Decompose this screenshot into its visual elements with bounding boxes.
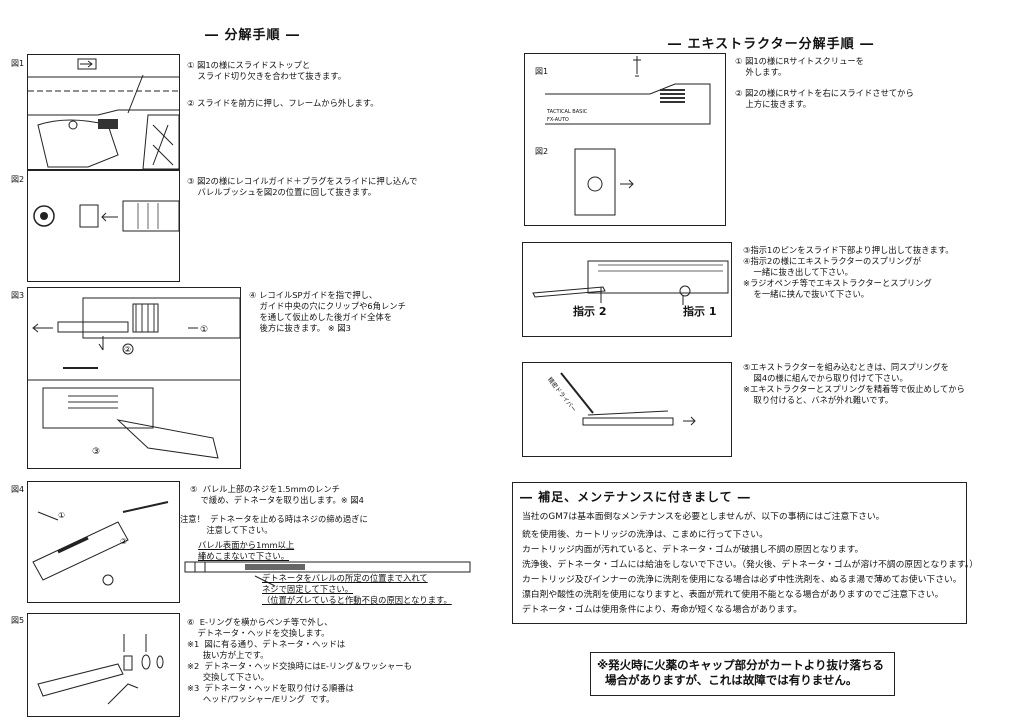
pointer-2-label: 指示 2 <box>573 305 607 318</box>
maintenance-intro: 当社のGM7は基本面倒なメンテナンスを必要としませんが、以下の事柄にはご注意下さ… <box>522 512 885 522</box>
extractor-step-2-text: ② 図2の様にRサイトを右にスライドさせてから 上方に抜きます。 <box>735 88 914 109</box>
figure-4-box: ① ② <box>27 481 180 603</box>
figure-3-box: ② ① ③ <box>27 287 241 469</box>
maintenance-line: 洗浄後、デトネータ・ゴムには給油をしないで下さい。（発火後、デトネータ・ゴムが溶… <box>522 560 979 570</box>
barrel-detail-illustration <box>184 552 471 587</box>
step-3-text: ③ 図2の様にレコイルガイド＋プラグをスライドに押し込んで バレルブッシュを図2… <box>187 176 418 197</box>
e-ring-illustration <box>37 634 164 705</box>
svg-text:②: ② <box>124 345 131 354</box>
caution-text: 注意！ デトネータを止める時はネジの締め過ぎに 注意して下さい。 <box>180 514 368 535</box>
extractor-figure-2-label: 図2 <box>535 147 549 156</box>
step-2-text: ② スライドを前方に押し、フレームから外します。 <box>187 98 379 108</box>
maintenance-box: ― 補足、メンテナンスに付きまして ― 当社のGM7は基本面倒なメンテナンスを必… <box>512 482 978 624</box>
extractor-pin-illustration <box>532 260 729 305</box>
step-1-text: ① 図1の様にスライドストップと スライド切り欠きを合わせて抜きます。 <box>187 60 347 81</box>
extractor-figure-1-label: 図1 <box>535 67 549 76</box>
figure-2-box <box>27 170 180 282</box>
extractor-step-1-text: ① 図1の様にRサイトスクリューを 外します。 <box>735 56 864 77</box>
figure-1-label: 図1 <box>11 59 25 68</box>
extractor-assembly-illustration <box>560 372 696 426</box>
maintenance-line: カートリッジ及びインナーの洗浄に洗剤を使用になる場合は必ず中性洗剤を、ぬるま湯で… <box>522 575 962 585</box>
detonator-illustration: ① ② <box>32 501 169 586</box>
figure-1-box <box>27 54 180 170</box>
figure-2-label: 図2 <box>11 175 25 184</box>
svg-text:②: ② <box>120 537 127 546</box>
callout-screw-depth: バレル表面から1mm以上 締めこまないで下さい。 <box>198 540 295 561</box>
extractor-step-5-text: ⑤エキストラクターを組み込むときは、同スプリングを 図4の様に組んでから取り付け… <box>743 362 965 405</box>
figure-5-label: 図5 <box>11 616 25 625</box>
extractor-step-3-text: ③指示1のピンをスライド下部より押し出して抜きます。 ④指示2の様にエキストラク… <box>743 245 954 299</box>
slide-marking-1: TACTICAL BASIC <box>547 109 588 115</box>
slide-stop-illustration <box>28 58 180 170</box>
callout-detonator-position: デトネータをバレルの所定の位置まで入れて ネジで固定して下さい。 （位置がズレて… <box>262 573 452 605</box>
extractor-figure-box: 図1 図2 TACTICAL BASIC FX-AUTO <box>524 53 726 226</box>
svg-text:①: ① <box>58 511 65 520</box>
maintenance-line: 銃を使用後、カートリッジの洗浄は、こまめに行って下さい。 <box>522 530 768 540</box>
extractor-title: ― エキストラクター分解手順 ― <box>668 37 875 52</box>
maintenance-line: デトネータ・ゴムは使用条件により、寿命が短くなる場合があります。 <box>522 605 803 615</box>
figure-5-box <box>27 613 180 717</box>
step-4-text: ④ レコイルSPガイドを指で押し、 ガイド中央の穴にクリップや6角レンチ を通し… <box>249 290 406 333</box>
maintenance-line: カートリッジ内面が汚れていると、デトネータ・ゴムが破損し不調の原因となります。 <box>522 545 864 555</box>
step-5-text: ⑤ バレル上部のネジを1.5mmのレンチ で緩め、デトネータを取り出します。※ … <box>190 484 364 505</box>
maintenance-title: ― 補足、メンテナンスに付きまして ― <box>520 490 751 504</box>
rear-sight-illustration <box>545 56 711 216</box>
recoil-guide-illustration: ② ① ③ <box>28 297 241 459</box>
figure-3-label: 図3 <box>11 291 25 300</box>
bottom-note-text: ※発火時に火薬のキャップ部分がカートより抜け落ちる 場合がありますが、これは故障… <box>597 658 884 687</box>
disassembly-title: ― 分解手順 ― <box>205 28 301 43</box>
pointer-1-label: 指示 1 <box>683 305 717 318</box>
svg-text:③: ③ <box>92 447 100 457</box>
figure-4-label: 図4 <box>11 485 25 494</box>
maintenance-line: 漂白剤や酸性の洗剤を使用になりますと、表面が荒れて使用不能となる場合がありますの… <box>522 590 944 600</box>
bottom-note-box: ※発火時に火薬のキャップ部分がカートより抜け落ちる 場合がありますが、これは故障… <box>590 652 895 696</box>
extractor-assembly-figure-box: 精密ドライバー <box>522 362 732 457</box>
step-6-text: ⑥ E-リングを横からペンチ等で外し、 デトネータ・ヘッドを交換します。 ※1 … <box>187 617 412 704</box>
barrel-bushing-illustration <box>33 200 180 232</box>
slide-marking-2: FX-AUTO <box>547 117 569 123</box>
extractor-pin-figure-box: 指示 2 指示 1 <box>522 242 732 337</box>
svg-text:①: ① <box>200 325 208 335</box>
